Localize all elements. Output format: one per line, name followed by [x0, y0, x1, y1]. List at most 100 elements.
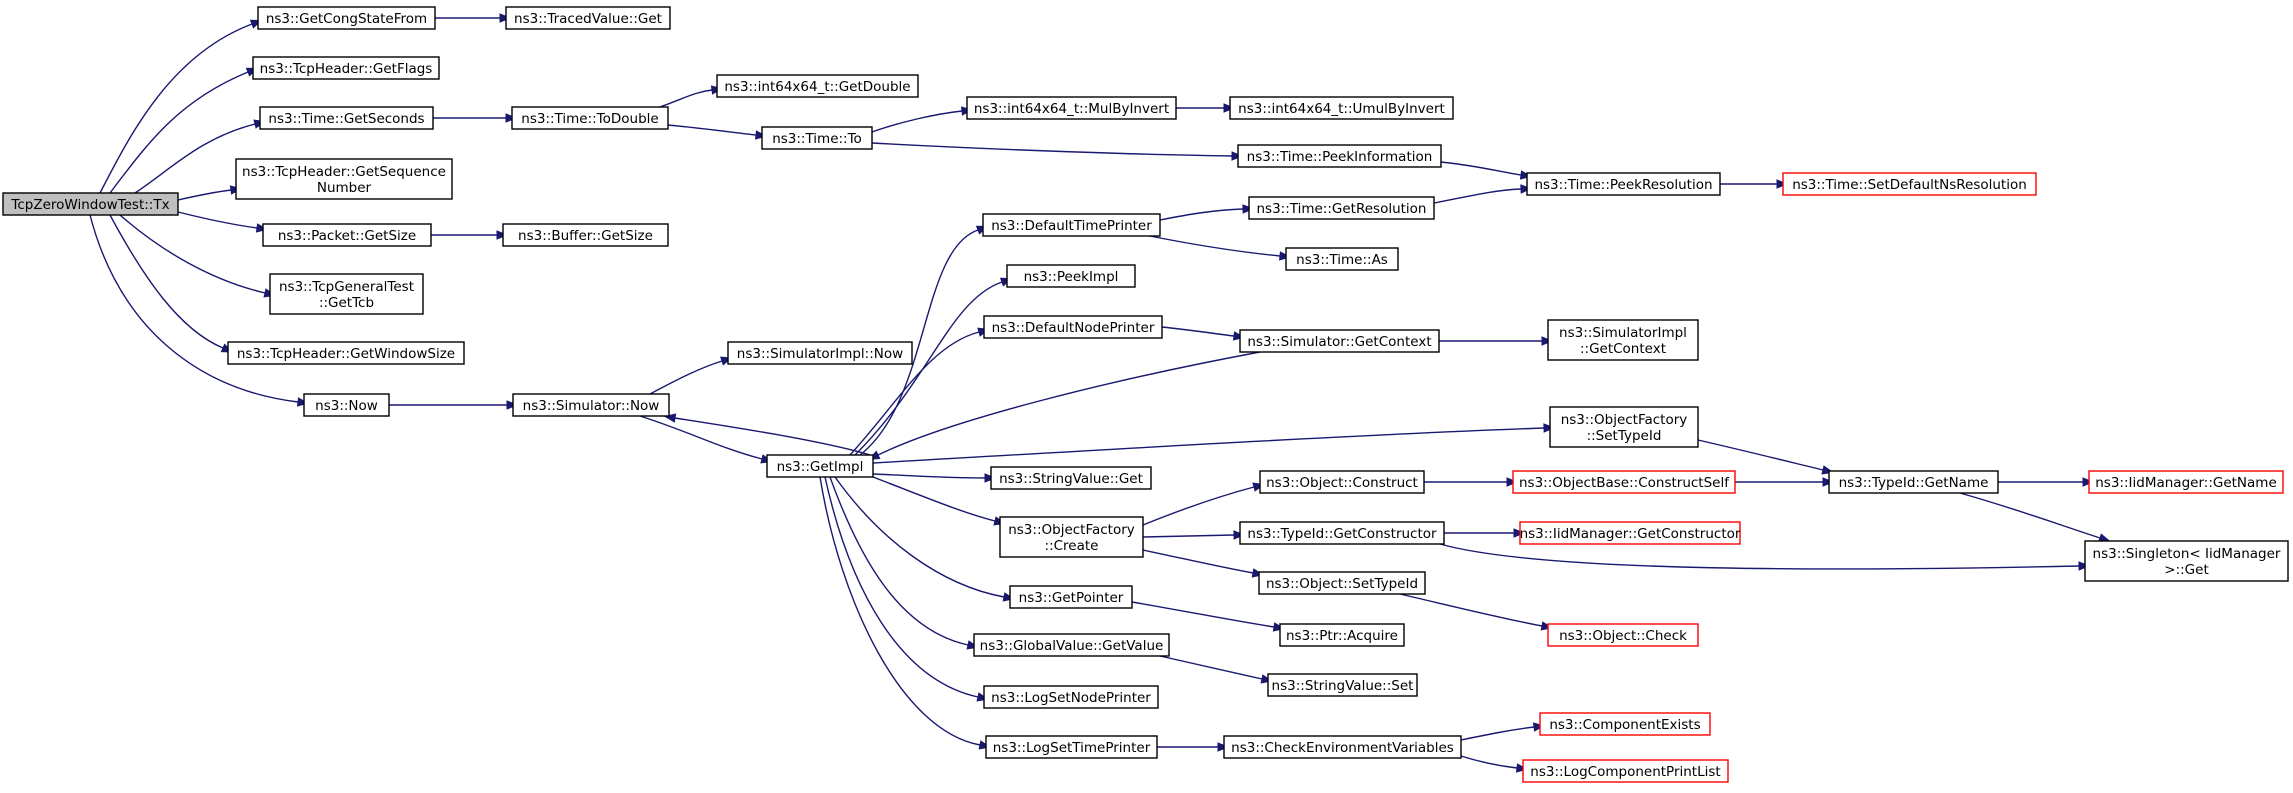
edge-defaultNodePrinter-to-simulatorGetContext	[1161, 326, 1246, 341]
arrowhead	[984, 473, 997, 483]
node-defaultNodePrinter[interactable]: ns3::DefaultNodePrinter	[983, 315, 1163, 339]
arrowhead	[1506, 477, 1519, 487]
node-label: ns3::Packet::GetSize	[278, 228, 416, 244]
edges-layer	[89, 13, 2111, 773]
edge-timeToDouble-to-int64GetDouble	[659, 85, 724, 108]
node-int64MulByInvert[interactable]: ns3::int64x64_t::MulByInvert	[966, 96, 1177, 120]
node-getPointer[interactable]: ns3::GetPointer	[1009, 585, 1133, 609]
node-label: ns3::Simulator::Now	[523, 398, 660, 414]
node-setDefaultNsResolution[interactable]: ns3::Time::SetDefaultNsResolution	[1782, 172, 2037, 196]
node-label: ns3::int64x64_t::UmulByInvert	[1238, 101, 1445, 117]
node-label: ns3::Time::PeekResolution	[1534, 177, 1712, 193]
node-peekImpl[interactable]: ns3::PeekImpl	[1006, 264, 1136, 288]
node-box	[1239, 521, 1445, 545]
node-box	[262, 223, 432, 247]
node-checkEnvironmentVariables[interactable]: ns3::CheckEnvironmentVariables	[1223, 735, 1462, 759]
arrowhead	[1232, 331, 1246, 341]
node-iidManagerGetName[interactable]: ns3::IidManager::GetName	[2088, 470, 2284, 494]
node-label: ns3::PeekImpl	[1024, 269, 1119, 285]
edge-line	[1460, 726, 1535, 741]
node-label: ns3::ObjectFactory	[1561, 412, 1688, 428]
node-singletonGet[interactable]: ns3::Singleton< IidManager>::Get	[2084, 540, 2289, 582]
edge-getImpl-to-simulatorNow	[663, 413, 871, 456]
node-tracedValueGet[interactable]: ns3::TracedValue::Get	[505, 6, 671, 30]
node-objectFactorySetTypeId[interactable]: ns3::ObjectFactory::SetTypeId	[1549, 406, 1699, 448]
node-int64UmulByInvert[interactable]: ns3::int64x64_t::UmulByInvert	[1229, 96, 1454, 120]
node-label: ::SetTypeId	[1587, 428, 1662, 444]
node-label: TcpZeroWindowTest::Tx	[10, 197, 169, 213]
node-getImpl[interactable]: ns3::GetImpl	[766, 454, 874, 478]
node-label: ns3::Time::GetSeconds	[268, 111, 424, 127]
node-objectConstruct[interactable]: ns3::Object::Construct	[1259, 470, 1425, 494]
node-box	[2084, 540, 2289, 582]
node-typeIdGetConstructor[interactable]: ns3::TypeId::GetConstructor	[1239, 521, 1445, 545]
node-simulatorNow[interactable]: ns3::Simulator::Now	[512, 393, 670, 417]
node-objectCheck[interactable]: ns3::Object::Check	[1547, 623, 1699, 647]
node-label: ns3::LogSetTimePrinter	[993, 740, 1151, 756]
node-timeAs[interactable]: ns3::Time::As	[1285, 247, 1399, 271]
node-label: ns3::SimulatorImpl	[1559, 325, 1687, 341]
node-componentExists[interactable]: ns3::ComponentExists	[1539, 712, 1711, 736]
node-typeIdGetName[interactable]: ns3::TypeId::GetName	[1828, 470, 1999, 494]
edge-timeGetResolution-to-timePeekResolution	[1433, 184, 1533, 204]
edge-typeIdGetName-to-singletonGet	[1959, 492, 2111, 543]
node-label: ns3::Time::SetDefaultNsResolution	[1792, 177, 2027, 193]
node-packetGetSize[interactable]: ns3::Packet::GetSize	[262, 223, 432, 247]
node-getCongStateFrom[interactable]: ns3::GetCongStateFrom	[257, 6, 436, 30]
node-objectSetTypeId[interactable]: ns3::Object::SetTypeId	[1258, 571, 1426, 595]
node-logSetTimePrinter[interactable]: ns3::LogSetTimePrinter	[985, 735, 1158, 759]
edge-typeIdGetConstructor-to-iidManagerGetConstructor	[1444, 528, 1526, 538]
arrowhead	[296, 397, 310, 407]
node-label: ::Create	[1045, 538, 1099, 554]
node-label: ns3::GetPointer	[1019, 590, 1124, 606]
edge-line	[872, 476, 996, 522]
edge-line	[872, 427, 1545, 464]
node-objectBaseConstructSelf[interactable]: ns3::ObjectBase::ConstructSelf	[1512, 470, 1736, 494]
node-simulatorImplNow[interactable]: ns3::SimulatorImpl::Now	[727, 341, 913, 365]
node-box	[983, 315, 1163, 339]
arrowhead	[1223, 103, 1236, 113]
node-tcpGeneralTestGetTcb[interactable]: ns3::TcpGeneralTest::GetTcb	[269, 273, 424, 315]
node-box	[716, 74, 919, 98]
node-tcpHeaderGetFlags[interactable]: ns3::TcpHeader::GetFlags	[252, 56, 440, 80]
node-stringValueSet[interactable]: ns3::StringValue::Set	[1267, 673, 1418, 697]
node-int64GetDouble[interactable]: ns3::int64x64_t::GetDouble	[716, 74, 919, 98]
node-timePeekInformation[interactable]: ns3::Time::PeekInformation	[1237, 144, 1442, 168]
node-timeGetResolution[interactable]: ns3::Time::GetResolution	[1248, 196, 1435, 220]
node-timeToDouble[interactable]: ns3::Time::ToDouble	[511, 106, 669, 130]
node-label: ns3::GetImpl	[777, 459, 864, 475]
node-label: ns3::TcpHeader::GetSequence	[242, 164, 446, 180]
edge-line	[1161, 326, 1235, 337]
node-label: ns3::Time::GetResolution	[1256, 201, 1426, 217]
node-timeTo[interactable]: ns3::Time::To	[761, 126, 873, 150]
node-logSetNodePrinter[interactable]: ns3::LogSetNodePrinter	[983, 685, 1159, 709]
node-label: ns3::LogComponentPrintList	[1530, 764, 1720, 780]
node-stringValueGet[interactable]: ns3::StringValue::Get	[990, 466, 1152, 490]
edge-line	[859, 229, 979, 456]
node-label: ns3::CheckEnvironmentVariables	[1231, 740, 1454, 756]
node-bufferGetSize[interactable]: ns3::Buffer::GetSize	[502, 223, 669, 247]
node-defaultTimePrinter[interactable]: ns3::DefaultTimePrinter	[982, 213, 1161, 237]
node-box	[512, 393, 670, 417]
edge-line	[819, 476, 981, 746]
node-timePeekResolution[interactable]: ns3::Time::PeekResolution	[1526, 172, 1721, 196]
node-label: ns3::TypeId::GetConstructor	[1247, 526, 1437, 542]
node-box	[761, 126, 873, 150]
edge-line	[829, 476, 969, 646]
node-simulatorImplGetContext[interactable]: ns3::SimulatorImpl::GetContext	[1547, 319, 1699, 361]
node-box	[1009, 585, 1133, 609]
node-timeGetSeconds[interactable]: ns3::Time::GetSeconds	[259, 106, 434, 130]
node-now[interactable]: ns3::Now	[303, 393, 390, 417]
node-logComponentPrintList[interactable]: ns3::LogComponentPrintList	[1522, 759, 1729, 783]
node-simulatorGetContext[interactable]: ns3::Simulator::GetContext	[1239, 329, 1440, 353]
node-box	[1547, 319, 1699, 361]
node-iidManagerGetConstructor[interactable]: ns3::IidManager::GetConstructor	[1519, 521, 1741, 545]
node-tcpHeaderGetWindowSize[interactable]: ns3::TcpHeader::GetWindowSize	[227, 341, 465, 365]
node-objectFactoryCreate[interactable]: ns3::ObjectFactory::Create	[999, 516, 1144, 558]
node-globalValueGetValue[interactable]: ns3::GlobalValue::GetValue	[973, 633, 1170, 657]
node-box	[1539, 712, 1711, 736]
node-box	[983, 685, 1159, 709]
node-label: ns3::Singleton< IidManager	[2093, 546, 2281, 562]
node-ptrAcquire[interactable]: ns3::Ptr::Acquire	[1279, 623, 1405, 647]
